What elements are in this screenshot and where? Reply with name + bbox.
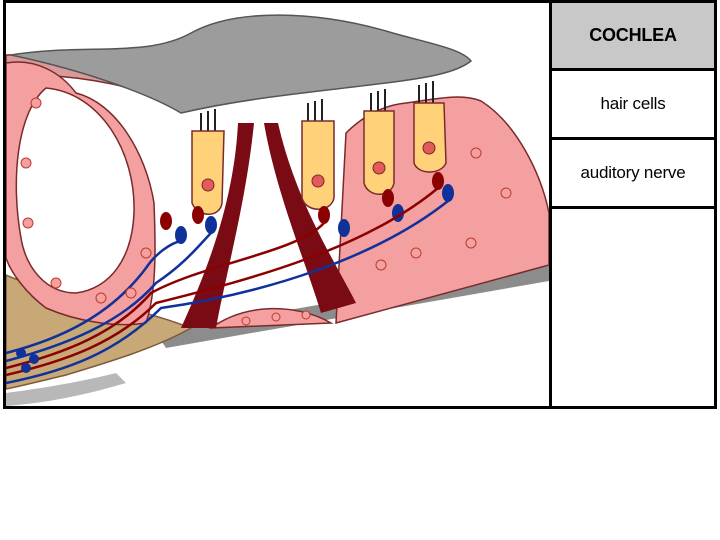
- outer-hair-cell: [301, 120, 335, 210]
- outer-hair-cell: [413, 102, 447, 173]
- inner-pillar-cell: [181, 123, 254, 328]
- inner-sulcus: [15, 87, 135, 294]
- hair-cells-button[interactable]: hair cells: [552, 71, 714, 140]
- auditory-nerve-fibers: [6, 187, 449, 385]
- auditory-nerve-button[interactable]: auditory nerve: [552, 140, 714, 209]
- stereocilia: [200, 81, 434, 131]
- cochlea-illustration: [6, 14, 549, 406]
- tectorial-membrane: [10, 14, 473, 114]
- diagram-frame: COCHLEA hair cells auditory nerve: [3, 0, 717, 409]
- hair-cells: [191, 102, 447, 215]
- inner-hair-cell: [191, 130, 225, 215]
- label-panel: COCHLEA hair cells auditory nerve: [549, 3, 714, 406]
- outer-hair-cell: [363, 110, 395, 195]
- panel-title: COCHLEA: [552, 3, 714, 71]
